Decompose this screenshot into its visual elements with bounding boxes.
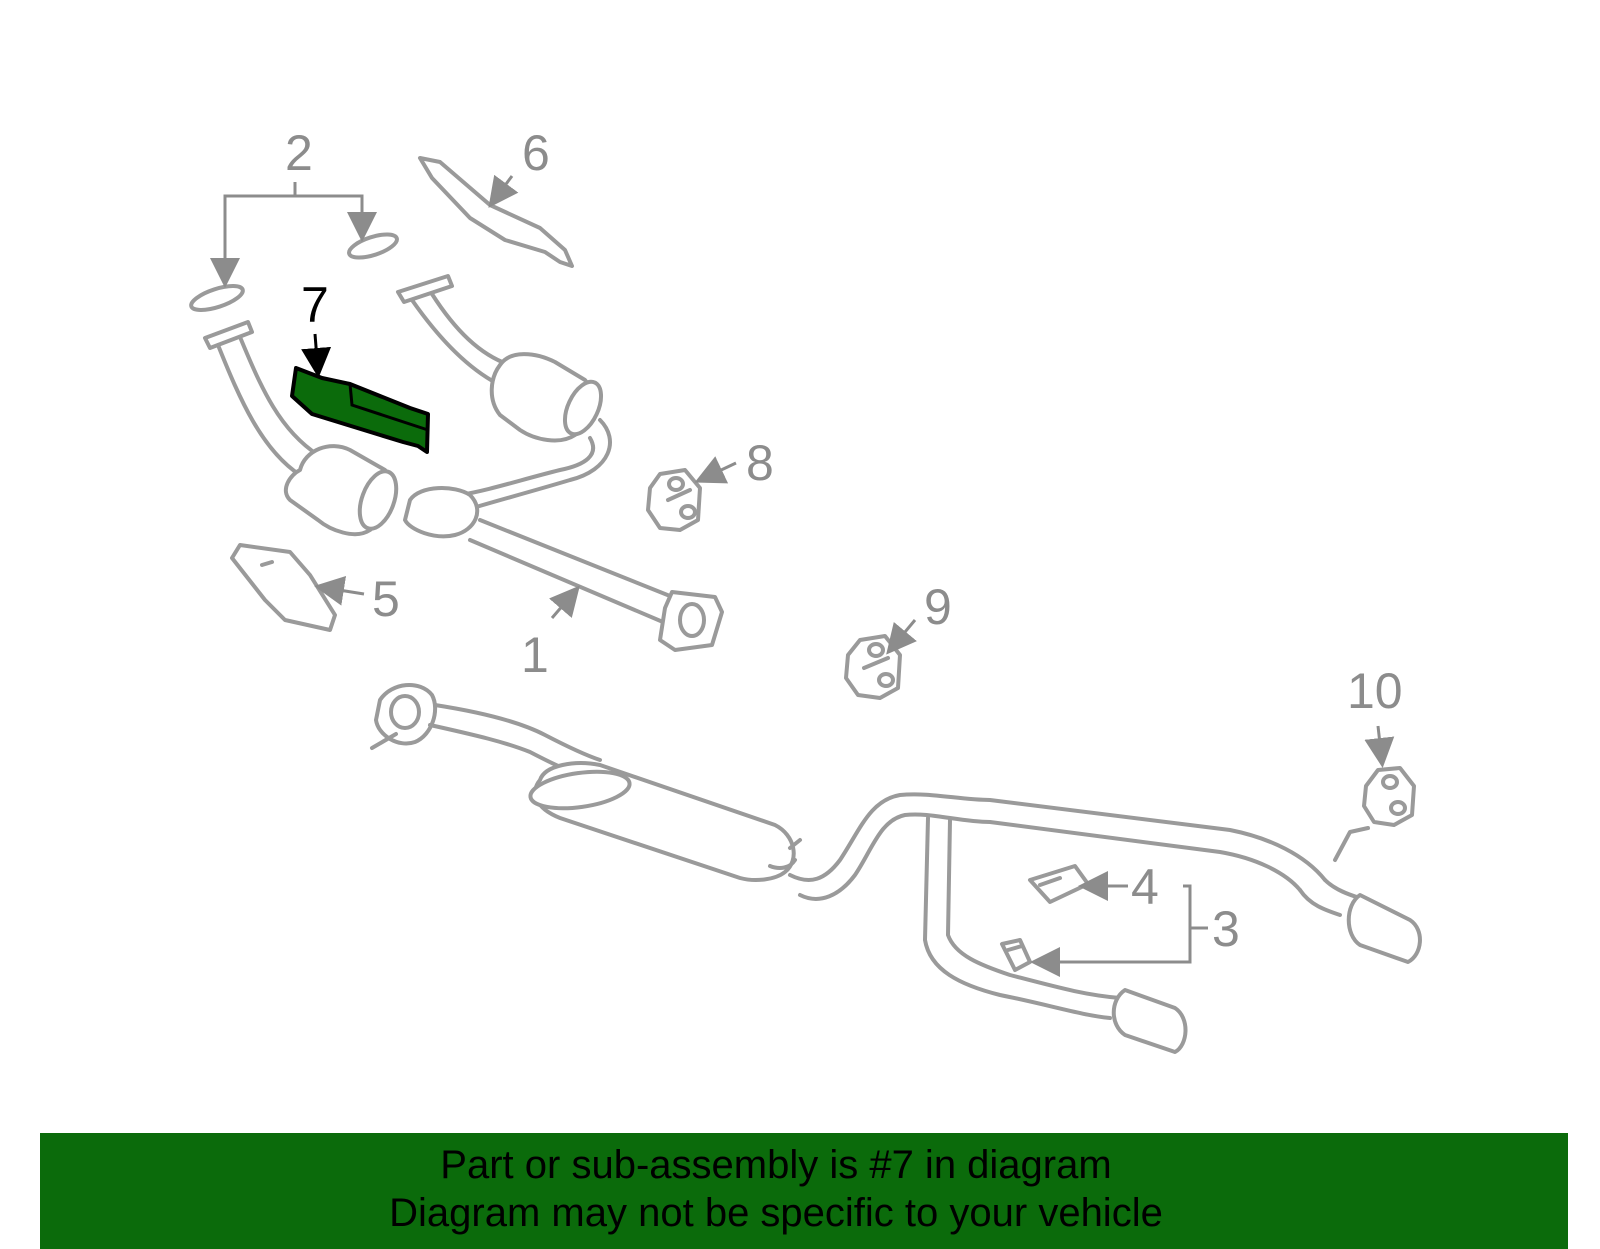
callout-4: 4 [1131,859,1159,915]
banner-part-notice: Part or sub-assembly is #7 in diagram [440,1143,1112,1187]
callout-labels: 2 6 7 8 5 1 9 10 4 3 [285,125,1403,957]
part-1-y-pipe-converters[interactable] [203,274,724,652]
callout-2: 2 [285,125,313,181]
callout-3: 3 [1212,901,1240,957]
part-9-hanger[interactable] [844,619,917,700]
callout-6: 6 [522,125,550,181]
callout-7: 7 [301,277,329,333]
part-3-clamp[interactable] [1000,938,1032,972]
callout-8: 8 [746,435,774,491]
part-4-bracket[interactable] [1028,864,1090,904]
callout-5: 5 [372,571,400,627]
muffler-and-tailpipes[interactable] [370,682,1422,1054]
part-6-heat-shield[interactable] [418,156,574,268]
callout-leaders-3-4 [1030,871,1208,977]
banner-disclaimer: Diagram may not be specific to your vehi… [389,1191,1163,1235]
callout-1: 1 [521,627,549,683]
part-7-heat-shield-highlighted[interactable] [290,333,430,454]
part-5-shield-plate[interactable] [230,543,365,632]
info-banner: Part or sub-assembly is #7 in diagram Di… [40,1133,1568,1249]
part-10-hanger[interactable] [1362,725,1416,827]
part-2-gaskets[interactable] [189,182,400,315]
callout-10: 10 [1347,663,1403,719]
part-8-hanger[interactable] [646,456,737,532]
callout-9: 9 [924,579,952,635]
